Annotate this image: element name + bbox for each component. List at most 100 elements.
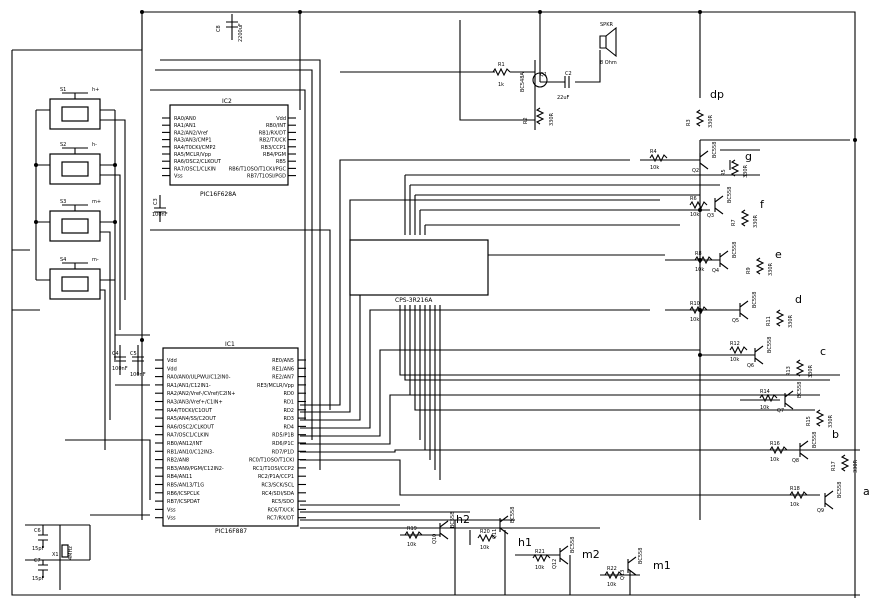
base-resistor-value: 10k: [650, 165, 659, 171]
ic2-part: PIC16F628A: [200, 191, 237, 198]
ic1-pin-label: RC2/P1A/CCP1: [258, 474, 294, 480]
transistor-type: BC558: [510, 507, 516, 523]
digit-label: m2: [582, 548, 600, 561]
ic1-pin-label: RB7/ICSPDAT: [167, 499, 201, 505]
transistor-type: BC558: [570, 537, 576, 553]
base-resistor-value: 10k: [770, 457, 779, 463]
ic2-pin-label: RB6/T1OSO/T1CKI/PGC: [229, 166, 287, 172]
ic2-pin-label: RA2/AN2/Vref: [174, 130, 208, 136]
segment-resistor-ref: R15: [806, 416, 812, 426]
c6-value: 15pF: [32, 546, 45, 552]
segment-resistor-value: 330R: [708, 114, 714, 128]
ic2-pin-label: Vdd: [276, 116, 286, 122]
ic1-pin-label: RC6/TX/CK: [267, 507, 294, 513]
ic1-pin-label: RB0/AN12/INT: [167, 441, 203, 447]
ic1-pin-label: RE1/AN6: [272, 366, 294, 372]
transistor-type: BC558: [638, 548, 644, 564]
ic2-pin-label: RA7/OSC1/CLKIN: [174, 166, 216, 172]
transistor-type: BC558: [797, 382, 803, 398]
switch-ref: S2: [60, 142, 66, 148]
ic1-decoupling-caps: C4 100nF C5 100nF: [112, 345, 146, 378]
transistor-ref: Q12: [552, 559, 558, 569]
segment-label: g: [745, 150, 752, 163]
x1-value: 4MHz: [68, 546, 74, 560]
segment-resistor-ref: R17: [831, 461, 837, 471]
q1-ref: Q1: [540, 72, 547, 78]
switch-function-label: h-: [92, 142, 97, 148]
pnp-transistor: [439, 520, 449, 540]
segment-resistor-ref: R5: [721, 169, 727, 176]
base-resistor: [689, 200, 708, 210]
segment-label: dp: [710, 88, 724, 101]
speaker-ref: SPKR: [600, 22, 613, 28]
digit-resistor: [477, 533, 496, 543]
segment-resistor-value: 330R: [753, 214, 759, 228]
c7-value: 15pF: [32, 576, 45, 582]
c3-value: 100nF: [152, 212, 168, 218]
c2-value: 22uF: [557, 95, 570, 101]
switch-button: [61, 106, 89, 122]
junctions: [34, 10, 857, 357]
ic2-pin-label: RB0/INT: [266, 123, 287, 129]
base-resistor: [689, 305, 708, 315]
base-resistor-value: 10k: [790, 502, 799, 508]
ic2-pin-label: RA5/MCLR/Vpp: [174, 152, 211, 158]
pnp-transistor: [739, 300, 749, 320]
ic2-pin-label: RB3/CCP1: [261, 145, 286, 151]
switch-ref: S3: [60, 199, 66, 205]
digit-label: h1: [518, 536, 532, 549]
digit-resistor: [404, 530, 423, 540]
digit-label: h2: [456, 513, 470, 526]
transistor-ref: Q10: [432, 534, 438, 544]
segment-resistor-value: 330R: [743, 164, 749, 178]
ic2-pin-label: RB5: [276, 159, 286, 165]
pnp-transistor: [499, 515, 509, 535]
x1-ref: X1: [52, 552, 59, 558]
r2-value: 330R: [549, 112, 555, 126]
switch-function-label: h+: [92, 87, 99, 93]
pnp-transistor: [699, 150, 709, 170]
switch-ref: S1: [60, 87, 66, 93]
switch-function-label: m+: [92, 199, 101, 205]
ic2-pin-label: RA4/T0CKI/CMP2: [174, 145, 216, 151]
base-resistor: [729, 345, 748, 355]
ic1-pin-label: RC7/RX/DT: [267, 516, 295, 522]
ic1-pin-label: RC3/SCK/SCL: [261, 483, 294, 489]
transistor-ref: Q9: [817, 508, 824, 514]
ic1-part: PIC16F887: [215, 528, 247, 535]
segment-resistor-ref: R11: [766, 316, 772, 326]
digit-resistor-value: 10k: [607, 582, 616, 588]
segment-resistor-value: 330R: [768, 262, 774, 276]
base-resistor: [694, 255, 713, 265]
c2-ref: C2: [565, 71, 572, 77]
digit-resistor-ref: R20: [480, 529, 490, 535]
ic1-pin-label: RD5/P1B: [272, 433, 294, 439]
transistor-type: BC558: [837, 482, 843, 498]
r1-ref: R1: [498, 62, 505, 68]
transistor-ref: Q4: [712, 268, 719, 274]
base-resistor-value: 10k: [690, 212, 699, 218]
pnp-transistor: [559, 545, 569, 565]
digit-label: m1: [653, 559, 671, 572]
base-resistor-value: 10k: [695, 267, 704, 273]
ic1-pin-label: RA6/OSC2/CLKOUT: [167, 424, 215, 430]
ic2-pin-label: RB7/T1OSI/PGD: [247, 174, 286, 180]
ic1-pin-label: RA0/AN0/ULPWU/C12IN0-: [167, 375, 231, 381]
ic1-pin-label: Vss: [167, 507, 176, 513]
switch-s3: S3 m+: [49, 199, 101, 242]
ic1-pin-label: RB3/AN9/PGM/C12IN2-: [167, 466, 224, 472]
base-resistor-ref: R12: [730, 341, 740, 347]
ic1-pin-label: Vdd: [167, 366, 177, 372]
segment-label: e: [775, 248, 782, 261]
ic2-ref: IC2: [222, 98, 232, 105]
ic1-pin-label: RC0/T1OSO/T1CKI: [249, 458, 294, 464]
ic1-pin-label: RA1/AN1/C12IN1-: [167, 383, 211, 389]
